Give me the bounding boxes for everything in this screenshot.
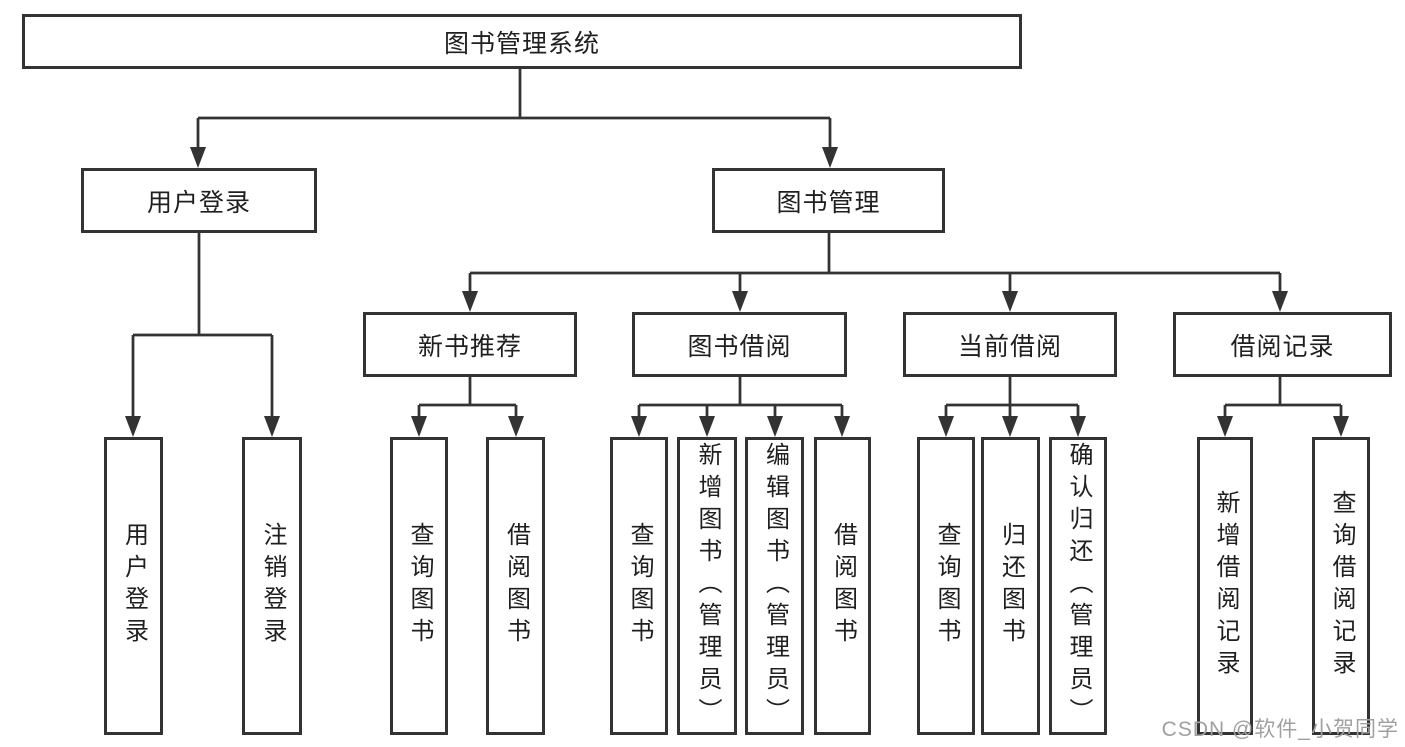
leaf-logout: 注销登录 — [242, 437, 302, 735]
leaf-query-borrow-record-label: 查询借阅记录 — [1328, 490, 1355, 682]
leaf-add-book-admin: 新增图书（管理员） — [677, 437, 737, 735]
leaf-edit-book-admin-label: 编辑图书（管理员） — [761, 442, 789, 730]
leaf-query-books-current-label: 查询图书 — [933, 522, 960, 650]
leaf-confirm-return-admin-label: 确认归还（管理员） — [1065, 442, 1092, 730]
node-user-login: 用户登录 — [81, 168, 317, 233]
leaf-borrow-books-recommend-label: 借阅图书 — [502, 522, 530, 650]
connector-book-management-children — [462, 233, 1288, 312]
leaf-query-books-recommend-label: 查询图书 — [406, 522, 433, 650]
node-root-system: 图书管理系统 — [22, 14, 1022, 69]
node-current-borrowing: 当前借阅 — [903, 312, 1117, 377]
leaf-return-book: 归还图书 — [981, 437, 1040, 735]
node-new-book-recommend: 新书推荐 — [363, 312, 577, 377]
node-borrowing-records: 借阅记录 — [1173, 312, 1392, 377]
leaf-query-books-borrowing-label: 查询图书 — [626, 522, 653, 650]
connector-root-to-level2 — [190, 69, 838, 168]
leaf-query-borrow-record: 查询借阅记录 — [1312, 437, 1370, 735]
watermark-text: CSDN @软件_小贺同学 — [1161, 718, 1399, 741]
leaf-borrow-book-label: 借阅图书 — [829, 522, 857, 650]
node-user-login-label: 用户登录 — [146, 188, 251, 217]
watermark: CSDN @软件_小贺同学 — [1162, 713, 1399, 743]
node-current-borrowing-label: 当前借阅 — [957, 332, 1062, 361]
node-new-book-recommend-label: 新书推荐 — [417, 332, 522, 361]
node-book-borrowing: 图书借阅 — [632, 312, 847, 377]
leaf-add-borrow-record: 新增借阅记录 — [1197, 437, 1253, 735]
connector-current-borrowing-children — [938, 377, 1086, 437]
leaf-logout-label: 注销登录 — [259, 522, 286, 650]
node-book-management-label: 图书管理 — [776, 188, 881, 217]
node-book-borrowing-label: 图书借阅 — [687, 332, 792, 361]
leaf-borrow-book: 借阅图书 — [814, 437, 871, 735]
connector-new-book-recommend-children — [411, 377, 524, 437]
leaf-user-login: 用户登录 — [104, 437, 163, 735]
leaf-borrow-books-recommend: 借阅图书 — [486, 437, 545, 735]
connector-book-borrowing-children — [631, 377, 850, 437]
leaf-confirm-return-admin: 确认归还（管理员） — [1049, 437, 1107, 735]
leaf-query-books-current: 查询图书 — [917, 437, 975, 735]
leaf-add-book-admin-label: 新增图书（管理员） — [694, 442, 721, 730]
leaf-edit-book-admin: 编辑图书（管理员） — [745, 437, 804, 735]
connector-user-login-children — [125, 233, 280, 437]
node-root-label: 图书管理系统 — [443, 29, 600, 58]
node-borrowing-records-label: 借阅记录 — [1230, 332, 1335, 361]
leaf-user-login-label: 用户登录 — [120, 522, 148, 650]
leaf-query-books-recommend: 查询图书 — [390, 437, 448, 735]
leaf-query-books-borrowing: 查询图书 — [610, 437, 668, 735]
leaf-return-book-label: 归还图书 — [997, 522, 1025, 650]
connector-borrowing-records-children — [1217, 377, 1349, 437]
node-book-management: 图书管理 — [712, 168, 945, 233]
leaf-add-borrow-record-label: 新增借阅记录 — [1212, 490, 1239, 682]
